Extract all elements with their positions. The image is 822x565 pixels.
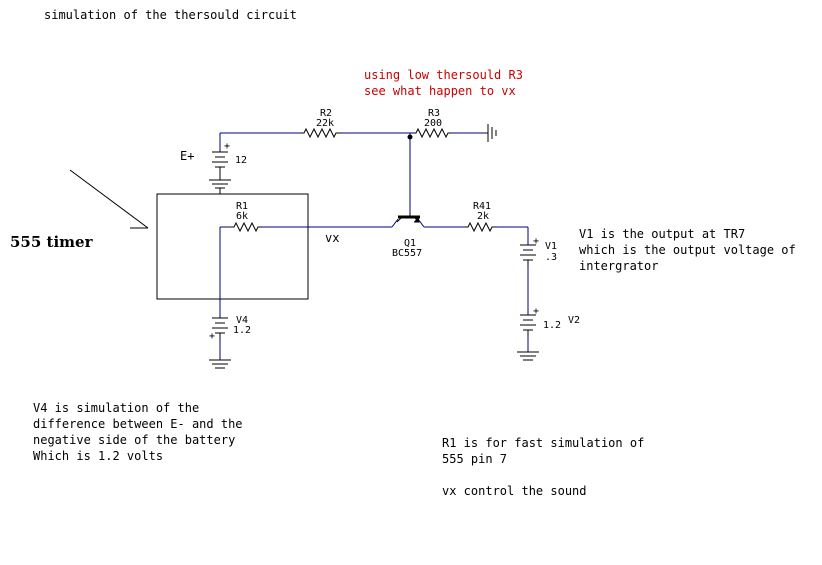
note-v1-line-2: which is the output voltage of xyxy=(579,243,796,257)
r3-name: R3 xyxy=(428,108,441,119)
pointer-arrow xyxy=(69,169,149,229)
v4-name: V4 xyxy=(236,315,249,326)
note-r1-line-2: 555 pin 7 xyxy=(442,452,508,466)
resistor-r41-symbol xyxy=(465,221,497,233)
note-r1-line-1: R1 is for fast simulation of xyxy=(442,436,645,450)
annotation-line-1: using low thersould R3 xyxy=(364,68,523,82)
wires xyxy=(219,132,529,360)
supply-label: E+ xyxy=(180,149,195,163)
v2-value: 1.2 xyxy=(543,320,562,331)
note-vx: vx control the sound xyxy=(442,484,587,498)
r41-name: R41 xyxy=(473,201,492,212)
r2-value: 22k xyxy=(316,118,335,129)
ground-symbol-r3 xyxy=(487,124,497,142)
junction-dot xyxy=(407,134,413,140)
note-v1-line-3: intergrator xyxy=(579,259,659,273)
page-title: simulation of the thersould circuit xyxy=(44,8,297,22)
resistor-r2-symbol xyxy=(300,127,342,139)
r2-name: R2 xyxy=(320,108,333,119)
battery-v4-symbol xyxy=(212,317,228,340)
note-v1-line-1: V1 is the output at TR7 xyxy=(579,227,746,241)
note-v4-line-3: negative side of the battery xyxy=(33,433,236,447)
battery-v2-symbol xyxy=(520,314,536,337)
q1-model: BC557 xyxy=(392,248,423,259)
polarity-mark-v1: + xyxy=(533,236,540,247)
polarity-mark-eplus: + xyxy=(224,141,231,152)
ground-symbol-v4 xyxy=(209,359,231,369)
v1-value: .3 xyxy=(545,252,558,263)
note-v4-line-2: difference between E- and the xyxy=(33,417,243,431)
ground-symbol-v2 xyxy=(517,351,539,361)
r3-value: 200 xyxy=(424,118,443,129)
r1-name: R1 xyxy=(236,201,249,212)
net-label-vx: vx xyxy=(325,231,340,245)
resistor-r1-symbol xyxy=(231,221,262,233)
polarity-mark-v2: + xyxy=(533,306,540,317)
v4-value: 1.2 xyxy=(233,325,252,336)
note-v4-line-1: V4 is simulation of the xyxy=(33,401,200,415)
resistor-r3-symbol xyxy=(412,127,452,139)
annotation-line-2: see what happen to vx xyxy=(364,84,516,98)
note-v4-line-4: Which is 1.2 volts xyxy=(33,449,164,463)
r41-value: 2k xyxy=(477,211,490,222)
battery-e-plus-symbol xyxy=(212,151,228,180)
box-label-555: 555 timer xyxy=(10,233,93,251)
battery-v1-symbol xyxy=(520,244,536,266)
r1-value: 6k xyxy=(236,211,249,222)
polarity-mark-v4: + xyxy=(209,331,216,342)
v1-name: V1 xyxy=(545,241,558,252)
transistor-q1-symbol xyxy=(396,212,420,223)
ground-symbol-eplus xyxy=(209,179,231,194)
v2-name: V2 xyxy=(568,315,581,326)
timer-box xyxy=(156,193,309,300)
q1-name: Q1 xyxy=(404,238,417,249)
supply-value: 12 xyxy=(235,155,248,166)
